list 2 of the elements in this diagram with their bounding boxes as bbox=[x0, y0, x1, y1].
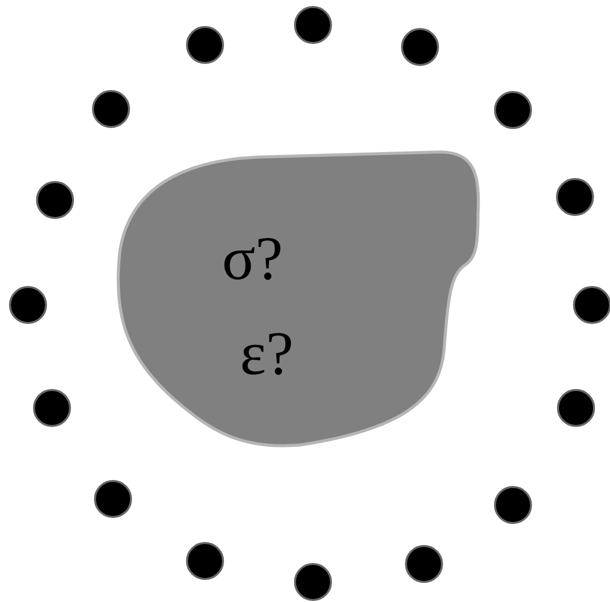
symbol-label: σ? bbox=[222, 228, 283, 290]
symbol-label: ε? bbox=[240, 323, 294, 385]
